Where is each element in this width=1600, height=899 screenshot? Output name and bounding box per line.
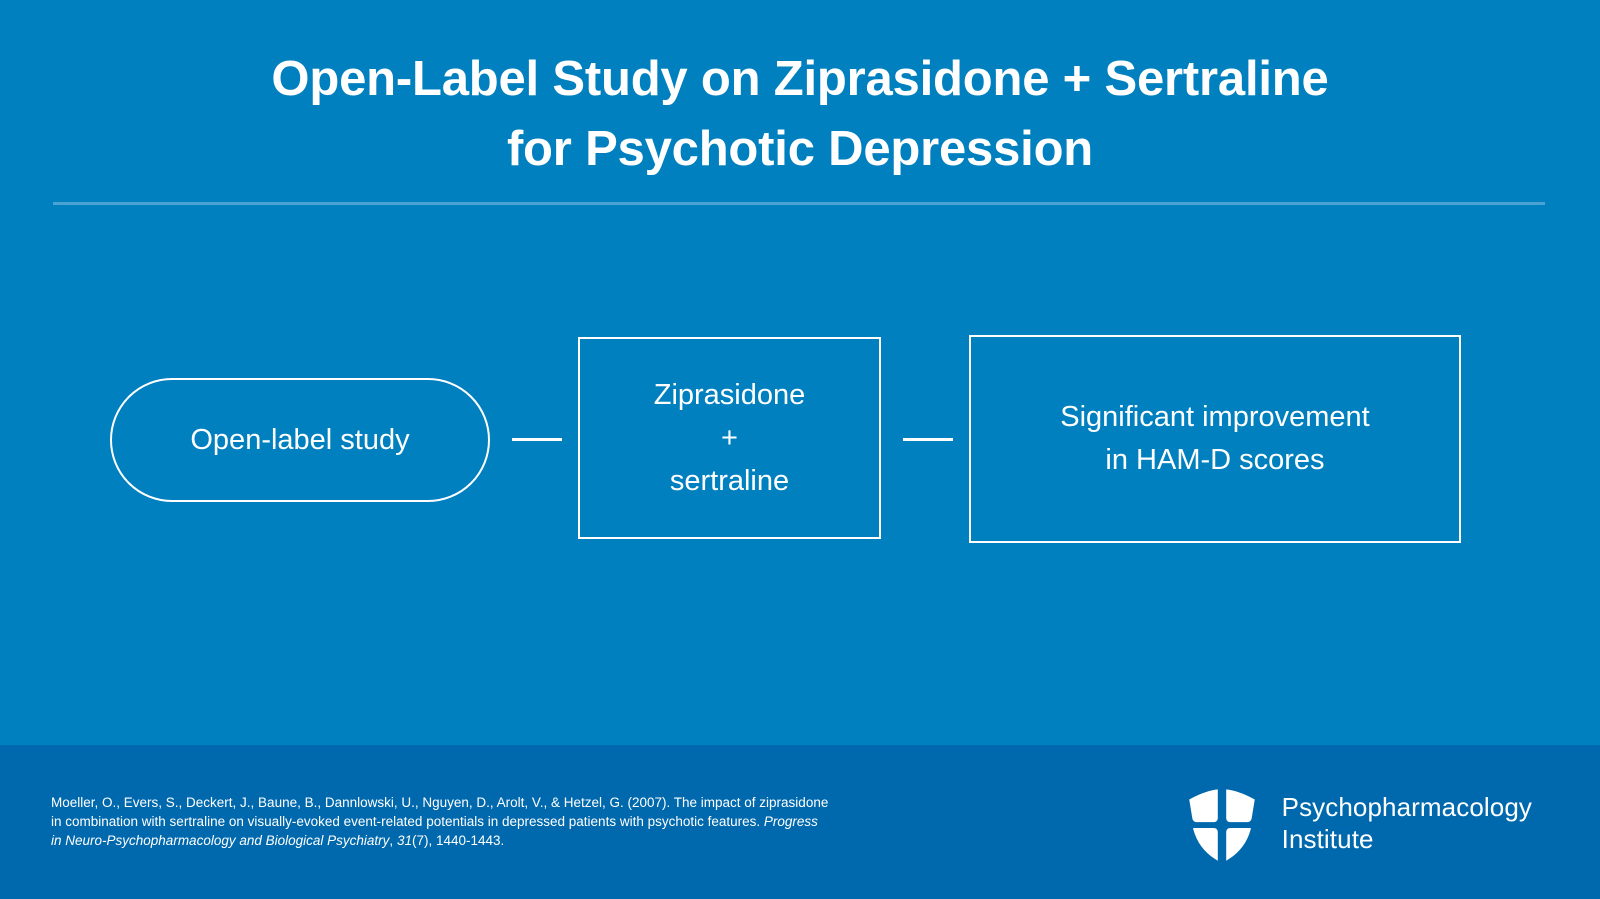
node-label-line-1: Significant improvement — [1060, 401, 1370, 433]
citation-text: Moeller, O., Evers, S., Deckert, J., Bau… — [51, 793, 831, 850]
brand-name-line-1: Psychopharmacology — [1281, 792, 1532, 822]
citation-volume: 31 — [396, 833, 412, 848]
footer-bar: Moeller, O., Evers, S., Deckert, J., Bau… — [0, 745, 1600, 899]
node-label-line-2: + — [721, 421, 738, 454]
node-label-line-2: in HAM-D scores — [1105, 444, 1325, 476]
diagram-node-ziprasidone-sertraline: Ziprasidone + sertraline — [578, 337, 881, 539]
connector-line-icon-1 — [512, 438, 562, 441]
title-divider — [53, 202, 1545, 205]
shield-cross-logo-icon — [1188, 789, 1255, 861]
node-label: Significant improvement in HAM-D scores — [1044, 396, 1385, 482]
citation-authors-year: Moeller, O., Evers, S., Deckert, J., Bau… — [51, 795, 671, 810]
citation-article-title: The impact of ziprasidone in combination… — [51, 795, 829, 829]
connector-line-icon-2 — [903, 438, 953, 441]
title-line-1: Open-Label Study on Ziprasidone + Sertra… — [271, 52, 1329, 106]
citation-pages: 1440-1443. — [435, 833, 505, 848]
citation-journal: Progress in Neuro-Psychopharmacology and… — [51, 814, 818, 848]
node-label: Ziprasidone + sertraline — [638, 374, 822, 503]
title-line-2: for Psychotic Depression — [506, 122, 1094, 176]
node-label: Open-label study — [190, 423, 410, 456]
page-title: Open-Label Study on Ziprasidone + Sertra… — [0, 44, 1600, 184]
flow-diagram: Open-label study Ziprasidone + sertralin… — [0, 330, 1600, 550]
brand-name: Psychopharmacology Institute — [1282, 791, 1532, 855]
citation-journal-comma: , — [389, 833, 397, 848]
diagram-node-open-label-study: Open-label study — [110, 378, 490, 502]
node-label-line-1: Ziprasidone — [653, 378, 806, 411]
brand-logo: Psychopharmacology Institute — [1179, 781, 1532, 865]
node-label-line-3: sertraline — [669, 464, 790, 497]
brand-name-line-2: Institute — [1281, 824, 1374, 854]
citation-issue: (7), — [411, 833, 433, 848]
diagram-node-significant-improvement: Significant improvement in HAM-D scores — [969, 335, 1461, 543]
